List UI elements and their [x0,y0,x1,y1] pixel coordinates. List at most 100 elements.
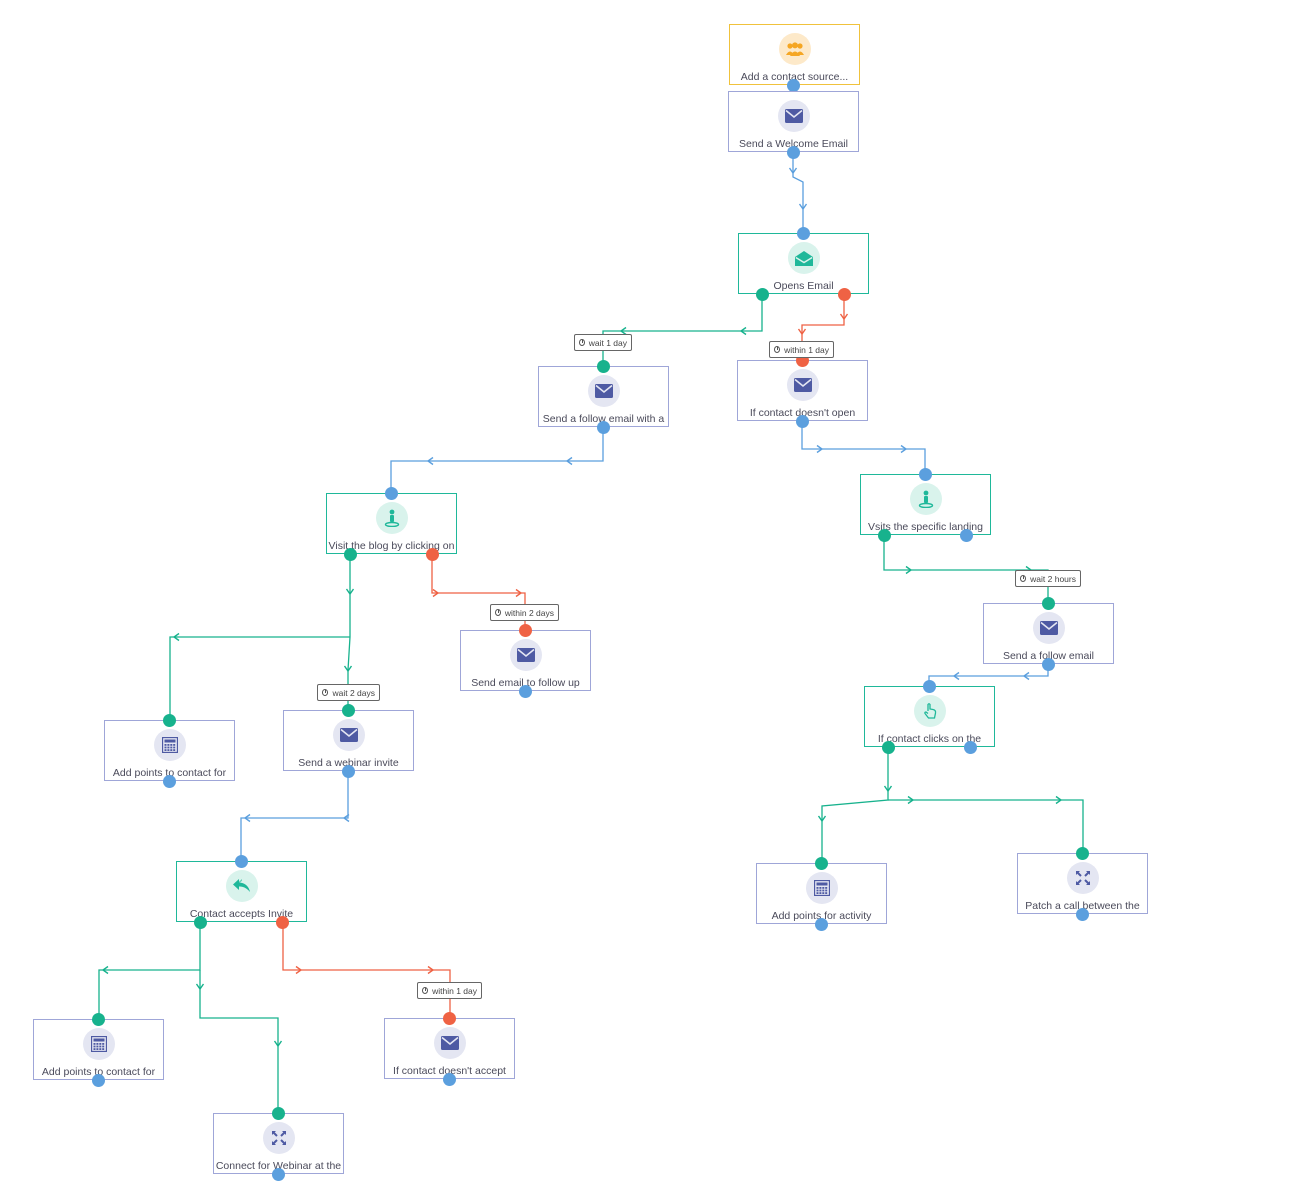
node-label: Send a follow email [1002,650,1095,662]
node-label: Contact accepts Invite [189,908,294,920]
red-output-port[interactable] [275,915,289,929]
connector-line [821,747,889,863]
input-port[interactable] [91,1012,105,1026]
connector-line [888,799,1084,853]
connector-arrow [101,965,109,975]
green-output-port[interactable] [881,740,895,754]
envelope-icon [1032,612,1065,644]
blue-output-port[interactable] [341,764,355,778]
workflow-node-n9[interactable]: Send a follow email [983,603,1114,664]
input-port[interactable] [384,486,398,500]
red-output-port[interactable] [837,287,851,301]
connector-arrow [427,965,435,975]
workflow-node-n11[interactable]: Send a webinar invite [283,710,414,771]
workflow-node-n14[interactable]: Add points for activity [756,863,887,924]
connector-arrow [798,203,808,211]
green-output-port[interactable] [343,547,357,561]
node-label: Opens Email [773,280,834,292]
red-output-port[interactable] [425,547,439,561]
workflow-node-n15[interactable]: Patch a call between the [1017,853,1148,914]
input-port[interactable] [271,1106,285,1120]
blue-output-port[interactable] [1041,657,1055,671]
input-port[interactable] [814,856,828,870]
connector-arrow [788,167,798,175]
envelope-icon [587,375,620,407]
blue-output-port[interactable] [814,917,828,931]
workflow-node-n12[interactable]: If contact clicks on the [864,686,995,747]
blue-output-port[interactable] [162,774,176,788]
workflow-node-n1[interactable]: Add a contact source... [729,24,860,85]
visitor-icon [375,502,408,534]
connector-arrow [817,815,827,823]
clock-icon [495,609,501,616]
node-label: Send a webinar invite [298,757,399,769]
pointer-hand-icon [913,695,946,727]
input-port[interactable] [918,467,932,481]
node-label: Send a follow email with a [542,413,665,425]
blue-output-port[interactable] [91,1073,105,1087]
workflow-node-n16[interactable]: Add points to contact for [33,1019,164,1080]
connector-arrow [1055,795,1063,805]
blue-output-port[interactable] [596,420,610,434]
open-envelope-icon [787,242,820,274]
green-output-port[interactable] [877,528,891,542]
input-port[interactable] [596,359,610,373]
input-port[interactable] [1041,596,1055,610]
green-output-port[interactable] [193,915,207,929]
delay-badge[interactable]: within 1 day [417,982,482,999]
input-port[interactable] [1075,846,1089,860]
calculator-icon [153,729,186,761]
node-label: If contact doesn't accept [393,1065,506,1077]
workflow-node-n2[interactable]: Send a Welcome Email [728,91,859,152]
connector-line [98,922,201,1019]
input-port[interactable] [234,854,248,868]
input-port[interactable] [341,703,355,717]
workflow-node-n4[interactable]: Send a follow email with a [538,366,669,427]
node-label: Vsits the specific landing [868,521,983,533]
blue-output-port[interactable] [963,740,977,754]
blue-output-port[interactable] [786,145,800,159]
blue-output-port[interactable] [518,684,532,698]
delay-badge[interactable]: within 1 day [769,341,834,358]
envelope-icon [786,369,819,401]
connector-line [282,922,451,1018]
connect-arrows-icon [262,1122,295,1154]
blue-output-port[interactable] [442,1072,456,1086]
connector-line [792,152,804,233]
workflow-node-n6[interactable]: Visit the blog by clicking on [326,493,457,554]
workflow-node-n17[interactable]: If contact doesn't accept [384,1018,515,1079]
workflow-node-n8[interactable]: Send email to follow up [460,630,591,691]
connector-arrow [343,665,353,673]
blue-output-port[interactable] [786,78,800,92]
delay-badge[interactable]: wait 1 day [574,334,632,351]
workflow-node-n5[interactable]: If contact doesn't open [737,360,868,421]
blue-output-port[interactable] [271,1167,285,1181]
workflow-node-n18[interactable]: Connect for Webinar at the [213,1113,344,1174]
connect-arrows-icon [1066,862,1099,894]
workflow-node-n10[interactable]: Add points to contact for [104,720,235,781]
workflow-node-n7[interactable]: Vsits the specific landing [860,474,991,535]
connector-arrow [243,813,251,823]
blue-output-port[interactable] [959,528,973,542]
node-label: Visit the blog by clicking on [328,540,455,552]
blue-output-port[interactable] [1075,907,1089,921]
node-label: Add points to contact for [41,1066,156,1078]
input-port[interactable] [442,1011,456,1025]
delay-badge[interactable]: wait 2 hours [1015,570,1081,587]
node-label: Connect for Webinar at the [215,1160,342,1172]
workflow-node-n13[interactable]: Contact accepts Invite [176,861,307,922]
input-port[interactable] [922,679,936,693]
connector-arrow [565,456,573,466]
delay-text: wait 2 hours [1030,573,1076,584]
delay-badge[interactable]: wait 2 days [317,684,380,701]
calculator-icon [82,1028,115,1060]
delay-badge[interactable]: within 2 days [490,604,559,621]
input-port[interactable] [518,623,532,637]
input-port[interactable] [162,713,176,727]
green-output-port[interactable] [755,287,769,301]
workflow-node-n3[interactable]: Opens Email [738,233,869,294]
blue-output-port[interactable] [795,414,809,428]
input-port[interactable] [796,226,810,240]
